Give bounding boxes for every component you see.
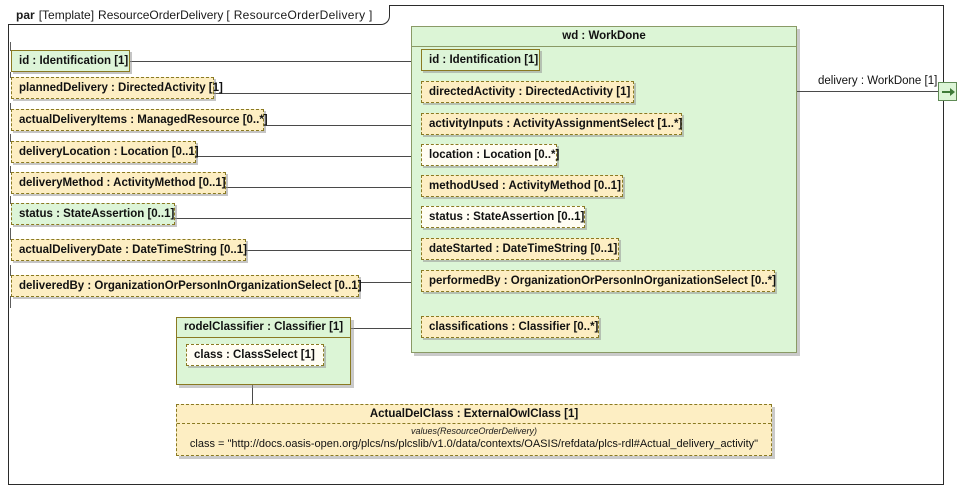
part-label: activityInputs : ActivityAssignmentSelec… — [429, 118, 683, 130]
composite-wd-workdone[interactable]: wd : WorkDone id : Identification [1] di… — [411, 26, 797, 353]
connector-actual-date — [244, 250, 412, 251]
part-label: actualDeliveryDate : DateTimeString [0..… — [19, 244, 247, 256]
part-label: location : Location [0..*] — [429, 149, 560, 161]
note-actual-del-class[interactable]: ActualDelClass : ExternalOwlClass [1] va… — [176, 404, 772, 456]
part-label: status : StateAssertion [0..1] — [19, 208, 175, 220]
lifeline-stub — [10, 134, 11, 142]
connector-classifications — [351, 328, 412, 329]
frame-template-tag: [Template] — [38, 7, 95, 22]
lifeline-stub — [10, 103, 11, 110]
wd-part-status[interactable]: status : StateAssertion [0..1] — [421, 206, 585, 228]
connector-class-to-actualdelclass — [252, 367, 253, 405]
connector-delivery-port — [797, 91, 939, 92]
connector-planned-delivery — [212, 93, 412, 94]
connector-status — [173, 218, 412, 219]
composite-rodel-classifier[interactable]: rodelClassifier : Classifier [1] class :… — [176, 317, 351, 385]
connector-id — [128, 61, 412, 62]
part-label: deliveryMethod : ActivityMethod [0..1] — [19, 177, 226, 189]
part-label: deliveryLocation : Location [0..1] — [19, 146, 199, 158]
rc-part-class[interactable]: class : ClassSelect [1] — [186, 344, 324, 366]
part-status-left[interactable]: status : StateAssertion [0..1] — [11, 203, 175, 225]
part-label: deliveredBy : OrganizationOrPersonInOrga… — [19, 280, 362, 292]
connector-actual-items — [262, 125, 412, 126]
part-planned-delivery[interactable]: plannedDelivery : DirectedActivity [1] — [11, 77, 223, 99]
frame-label-tag: par [Template] ResourceOrderDelivery [ R… — [8, 5, 390, 25]
part-delivery-method[interactable]: deliveryMethod : ActivityMethod [0..1] — [11, 172, 226, 194]
actual-del-class-body: values(ResourceOrderDelivery) class = "h… — [177, 424, 771, 455]
connector-delivered-by — [357, 282, 412, 283]
part-label: dateStarted : DateTimeString [0..1] — [429, 243, 618, 255]
part-label: performedBy : OrganizationOrPersonInOrga… — [429, 275, 776, 287]
wd-title: wd : WorkDone — [412, 27, 796, 47]
connector-delivery-location — [194, 156, 412, 157]
part-label: id : Identification [1] — [429, 54, 539, 66]
wd-part-classifications[interactable]: classifications : Classifier [0..*] — [421, 316, 599, 338]
wd-part-id[interactable]: id : Identification [1] — [421, 49, 540, 71]
lifeline-stub — [10, 228, 11, 240]
part-actual-delivery-date[interactable]: actualDeliveryDate : DateTimeString [0..… — [11, 239, 247, 261]
part-actual-delivery-items[interactable]: actualDeliveryItems : ManagedResource [0… — [11, 109, 268, 131]
delivery-port-label: delivery : WorkDone [1] — [818, 75, 938, 87]
part-label: methodUsed : ActivityMethod [0..1] — [429, 180, 621, 192]
lifeline-stub — [10, 296, 11, 308]
part-label: plannedDelivery : DirectedActivity [1] — [19, 82, 223, 94]
part-label: actualDeliveryItems : ManagedResource [0… — [19, 114, 268, 126]
values-caption: values(ResourceOrderDelivery) — [410, 426, 538, 436]
part-id[interactable]: id : Identification [1] — [11, 50, 130, 72]
wd-part-method-used[interactable]: methodUsed : ActivityMethod [0..1] — [421, 175, 623, 197]
lifeline-stub — [10, 196, 11, 204]
part-label: class : ClassSelect [1] — [194, 349, 315, 361]
wd-part-date-started[interactable]: dateStarted : DateTimeString [0..1] — [421, 238, 619, 260]
part-delivery-location[interactable]: deliveryLocation : Location [0..1] — [11, 141, 199, 163]
lifeline-stub — [10, 265, 11, 276]
wd-part-performed-by[interactable]: performedBy : OrganizationOrPersonInOrga… — [421, 270, 776, 292]
frame-name: ResourceOrderDelivery — [98, 7, 224, 22]
delivery-port[interactable] — [938, 82, 957, 101]
lifeline-stub — [10, 166, 11, 173]
part-label: id : Identification [1] — [19, 55, 129, 67]
actual-del-class-title: ActualDelClass : ExternalOwlClass [1] — [177, 405, 771, 424]
connector-delivery-method — [224, 187, 412, 188]
part-label: classifications : Classifier [0..*] — [429, 321, 599, 333]
lifeline-stub — [10, 72, 11, 78]
part-label: status : StateAssertion [0..1] — [429, 211, 585, 223]
lifeline-stub — [10, 42, 11, 51]
rodel-classifier-title: rodelClassifier : Classifier [1] — [177, 318, 350, 338]
frame-keyword: par — [16, 7, 35, 22]
wd-part-location[interactable]: location : Location [0..*] — [421, 144, 560, 166]
wd-part-directed-activity[interactable]: directedActivity : DirectedActivity [1] — [421, 81, 634, 103]
part-delivered-by[interactable]: deliveredBy : OrganizationOrPersonInOrga… — [11, 275, 362, 297]
frame-binding: [ ResourceOrderDelivery ] — [226, 7, 373, 22]
part-label: directedActivity : DirectedActivity [1] — [429, 86, 631, 98]
wd-part-activity-inputs[interactable]: activityInputs : ActivityAssignmentSelec… — [421, 113, 682, 135]
class-expression: class = "http://docs.oasis-open.org/plcs… — [189, 438, 759, 450]
